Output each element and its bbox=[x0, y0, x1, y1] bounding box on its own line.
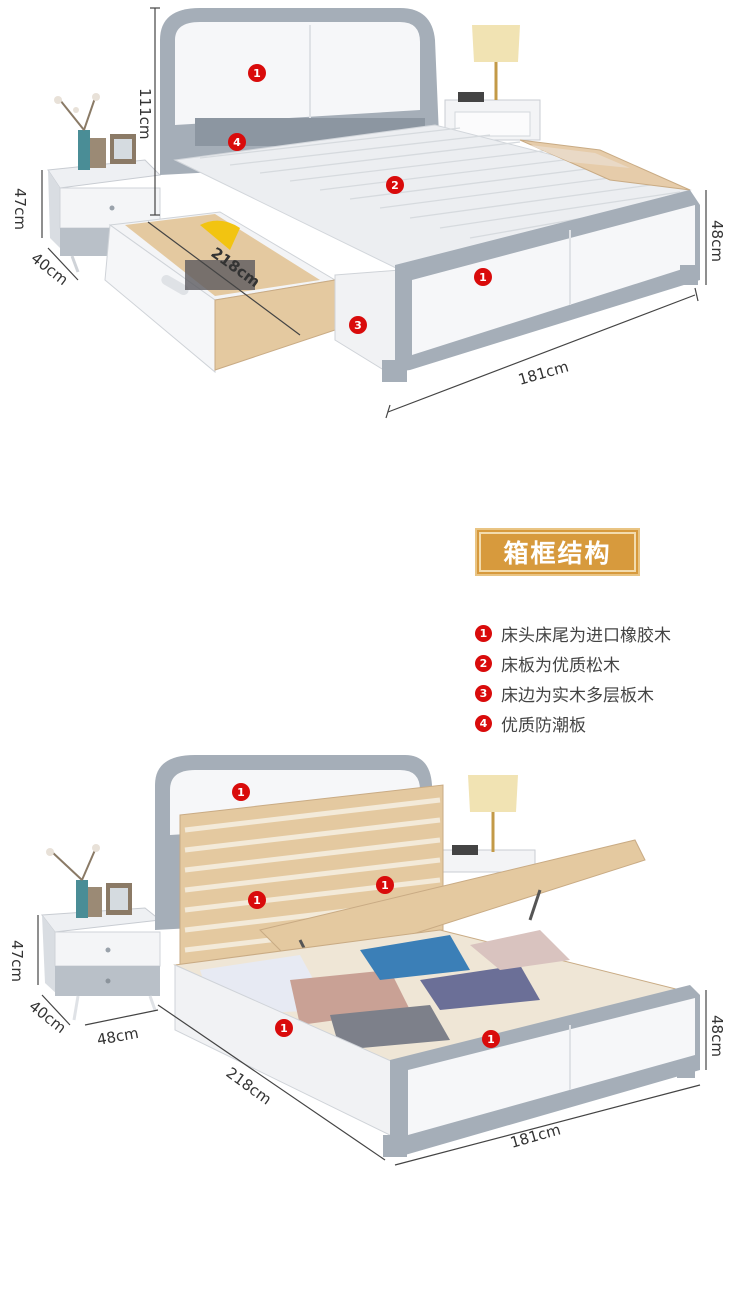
legend-number-badge: 1 bbox=[475, 624, 492, 642]
dim-nightstand-depth: 40cm bbox=[26, 997, 70, 1037]
svg-text:1: 1 bbox=[237, 786, 245, 799]
svg-text:1: 1 bbox=[479, 271, 487, 284]
dim-footboard-height: 48cm bbox=[708, 220, 726, 262]
nightstand bbox=[41, 883, 162, 1021]
dim-nightstand-height: 47cm bbox=[8, 940, 26, 982]
svg-text:4: 4 bbox=[233, 136, 241, 149]
structure-legend: 1 床头床尾为进口橡胶木 2 床板为优质松木 3 床边为实木多层板木 4 优质防… bbox=[475, 618, 735, 738]
legend-item: 2 床板为优质松木 bbox=[475, 648, 735, 678]
svg-text:2: 2 bbox=[391, 179, 399, 192]
table-lamp bbox=[439, 775, 536, 873]
structure-title: 箱框结构 bbox=[475, 528, 640, 576]
dimension-lines bbox=[37, 915, 707, 1166]
marker-board-left: 1 bbox=[248, 891, 266, 909]
dim-nightstand-height: 47cm bbox=[11, 188, 29, 230]
marker-side-rail: 1 bbox=[275, 1019, 293, 1037]
dim-nightstand-width: 48cm bbox=[96, 1024, 140, 1049]
dim-width: 181cm bbox=[508, 1120, 562, 1151]
product-image-lift-bed: 47cm 40cm 48cm 218cm 181cm 48cm 1 1 1 1 … bbox=[0, 740, 750, 1170]
footboard bbox=[334, 190, 700, 382]
marker-slats: 2 bbox=[386, 176, 404, 194]
legend-text: 床边为实木多层板木 bbox=[501, 685, 654, 706]
marker-headboard: 1 bbox=[248, 64, 266, 82]
legend-item: 1 床头床尾为进口橡胶木 bbox=[475, 618, 735, 648]
storage-drawer bbox=[104, 211, 337, 374]
marker-side-rail: 3 bbox=[349, 316, 367, 334]
dim-footboard-height: 48cm bbox=[708, 1015, 726, 1057]
dimension-lines bbox=[41, 7, 707, 419]
marker-moisture-board: 4 bbox=[228, 133, 246, 151]
legend-text: 床板为优质松木 bbox=[501, 655, 620, 676]
legend-text: 床头床尾为进口橡胶木 bbox=[501, 625, 671, 646]
marker-headboard: 1 bbox=[232, 783, 250, 801]
footboard bbox=[383, 985, 700, 1157]
svg-text:1: 1 bbox=[253, 67, 261, 80]
legend-number-badge: 3 bbox=[475, 684, 492, 702]
marker-footboard: 1 bbox=[482, 1030, 500, 1048]
plant-decoration bbox=[54, 93, 100, 170]
table-lamp bbox=[444, 25, 541, 141]
dim-width: 181cm bbox=[516, 357, 570, 388]
legend-number-badge: 4 bbox=[475, 714, 492, 732]
marker-footboard: 1 bbox=[474, 268, 492, 286]
svg-text:1: 1 bbox=[381, 879, 389, 892]
plant-decoration bbox=[46, 844, 100, 918]
legend-number-badge: 2 bbox=[475, 654, 492, 672]
lifted-bed-board bbox=[179, 784, 646, 976]
svg-text:1: 1 bbox=[253, 894, 261, 907]
legend-text: 优质防潮板 bbox=[501, 715, 586, 736]
svg-text:1: 1 bbox=[280, 1022, 288, 1035]
svg-text:1: 1 bbox=[487, 1033, 495, 1046]
dim-headboard-height: 111cm bbox=[136, 88, 154, 140]
svg-text:3: 3 bbox=[354, 319, 362, 332]
legend-item: 3 床边为实木多层板木 bbox=[475, 678, 735, 708]
storage-compartment bbox=[173, 929, 682, 1071]
product-image-drawer-bed: 111cm 47cm 40cm 218cm 181cm 48cm 1 4 2 1… bbox=[0, 0, 750, 430]
marker-board-right: 1 bbox=[376, 876, 394, 894]
legend-item: 4 优质防潮板 bbox=[475, 708, 735, 738]
